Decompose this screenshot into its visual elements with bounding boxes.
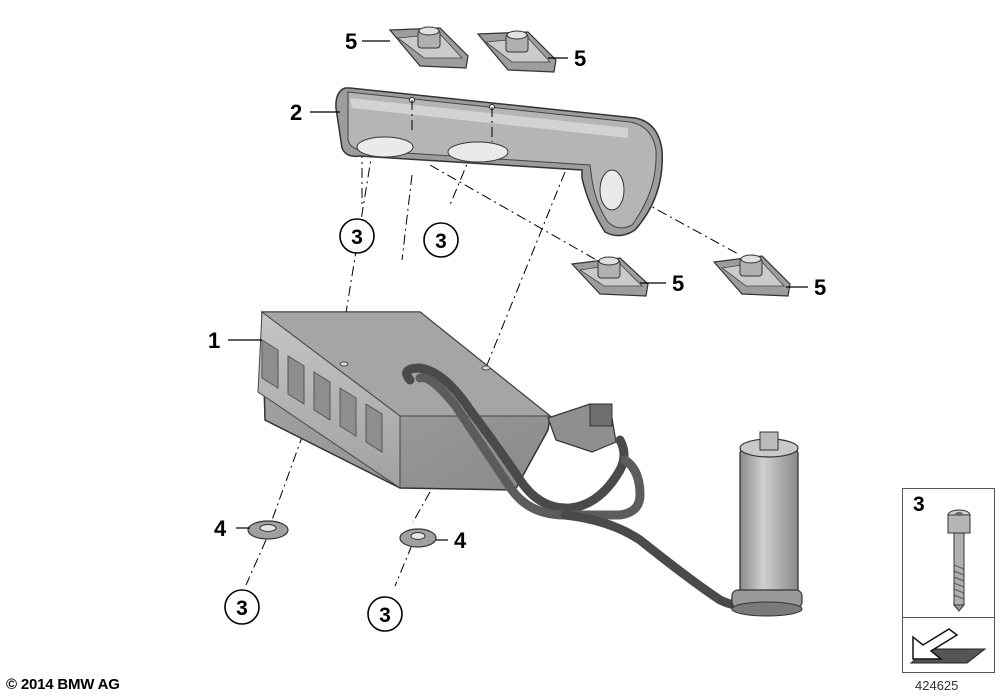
legend-part-label: 3 [913,493,925,516]
sensor-plug-part [731,431,803,617]
arrow-symbol-icon [909,628,987,664]
copyright-text: © 2014 BMW AG [6,676,120,693]
circled-callout-3-d: 3 [367,596,403,632]
callout-5-top-right: 5 [574,46,586,71]
callout-leaders [228,40,808,541]
svg-text:3: 3 [435,230,447,253]
callout-2: 2 [290,100,302,125]
clip-nut-top-right [476,30,557,73]
washer-left [247,520,289,540]
circled-callout-3-a: 3 [339,218,375,254]
control-unit-part [257,311,775,611]
bracket-part [335,87,664,237]
part-legend-box: 3 [902,488,995,673]
callout-4-right: 4 [454,528,467,553]
washer-right [399,528,437,548]
screw-icon [947,509,971,612]
circled-callout-3-b: 3 [423,222,459,258]
callout-5-mid-right: 5 [814,275,826,300]
clip-nut-top-left [388,26,469,69]
legend-divider [903,617,994,618]
clip-nut-mid-right [712,254,791,297]
callout-5-mid-left: 5 [672,271,684,296]
assembly-lines [245,127,741,587]
callout-5-top-left: 5 [345,29,357,54]
callout-4-left: 4 [214,516,227,541]
svg-text:3: 3 [236,597,248,620]
clip-nut-mid-left [570,256,649,297]
callout-1: 1 [208,328,220,353]
svg-text:3: 3 [351,226,363,249]
svg-text:3: 3 [379,604,391,627]
circled-callout-3-c: 3 [224,589,260,625]
diagram-reference-number: 424625 [915,678,959,693]
